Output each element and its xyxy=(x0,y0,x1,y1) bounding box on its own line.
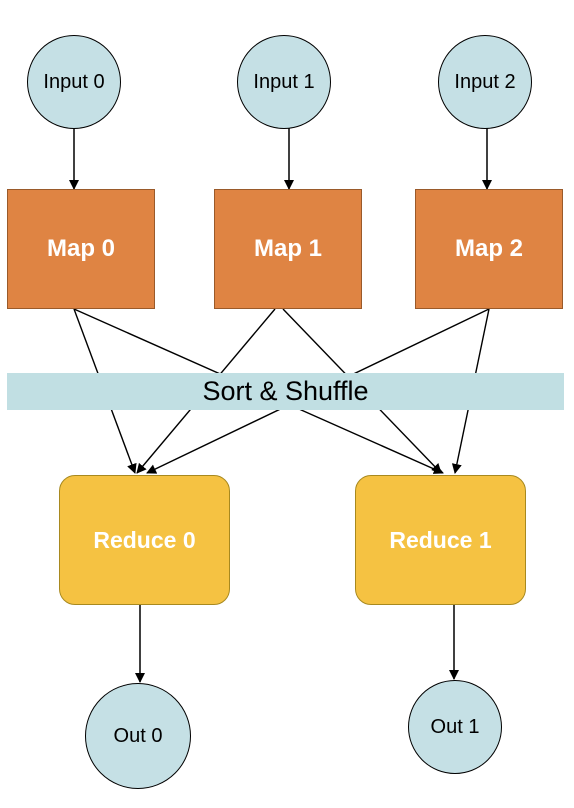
input-node-label: Input 2 xyxy=(454,70,516,94)
input-node-2: Input 2 xyxy=(438,35,532,129)
input-node-1: Input 1 xyxy=(237,35,331,129)
reduce-node-0: Reduce 0 xyxy=(59,475,230,605)
reduce-node-1: Reduce 1 xyxy=(355,475,526,605)
input-node-label: Input 1 xyxy=(253,70,315,94)
input-node-0: Input 0 xyxy=(27,35,121,129)
map-node-1: Map 1 xyxy=(214,189,362,309)
map-node-2: Map 2 xyxy=(415,189,563,309)
output-node-0: Out 0 xyxy=(85,683,191,789)
sort-shuffle-band: Sort & Shuffle xyxy=(7,373,564,410)
reduce-node-label: Reduce 1 xyxy=(389,526,492,554)
output-node-label: Out 0 xyxy=(113,724,163,748)
map-node-label: Map 0 xyxy=(46,235,115,263)
reduce-node-label: Reduce 0 xyxy=(93,526,196,554)
map-node-label: Map 1 xyxy=(253,235,322,263)
sort-shuffle-label: Sort & Shuffle xyxy=(202,376,369,406)
map-node-0: Map 0 xyxy=(7,189,155,309)
input-node-label: Input 0 xyxy=(43,70,105,94)
map-node-label: Map 2 xyxy=(454,235,523,263)
output-node-1: Out 1 xyxy=(408,680,502,774)
output-node-label: Out 1 xyxy=(430,715,480,739)
